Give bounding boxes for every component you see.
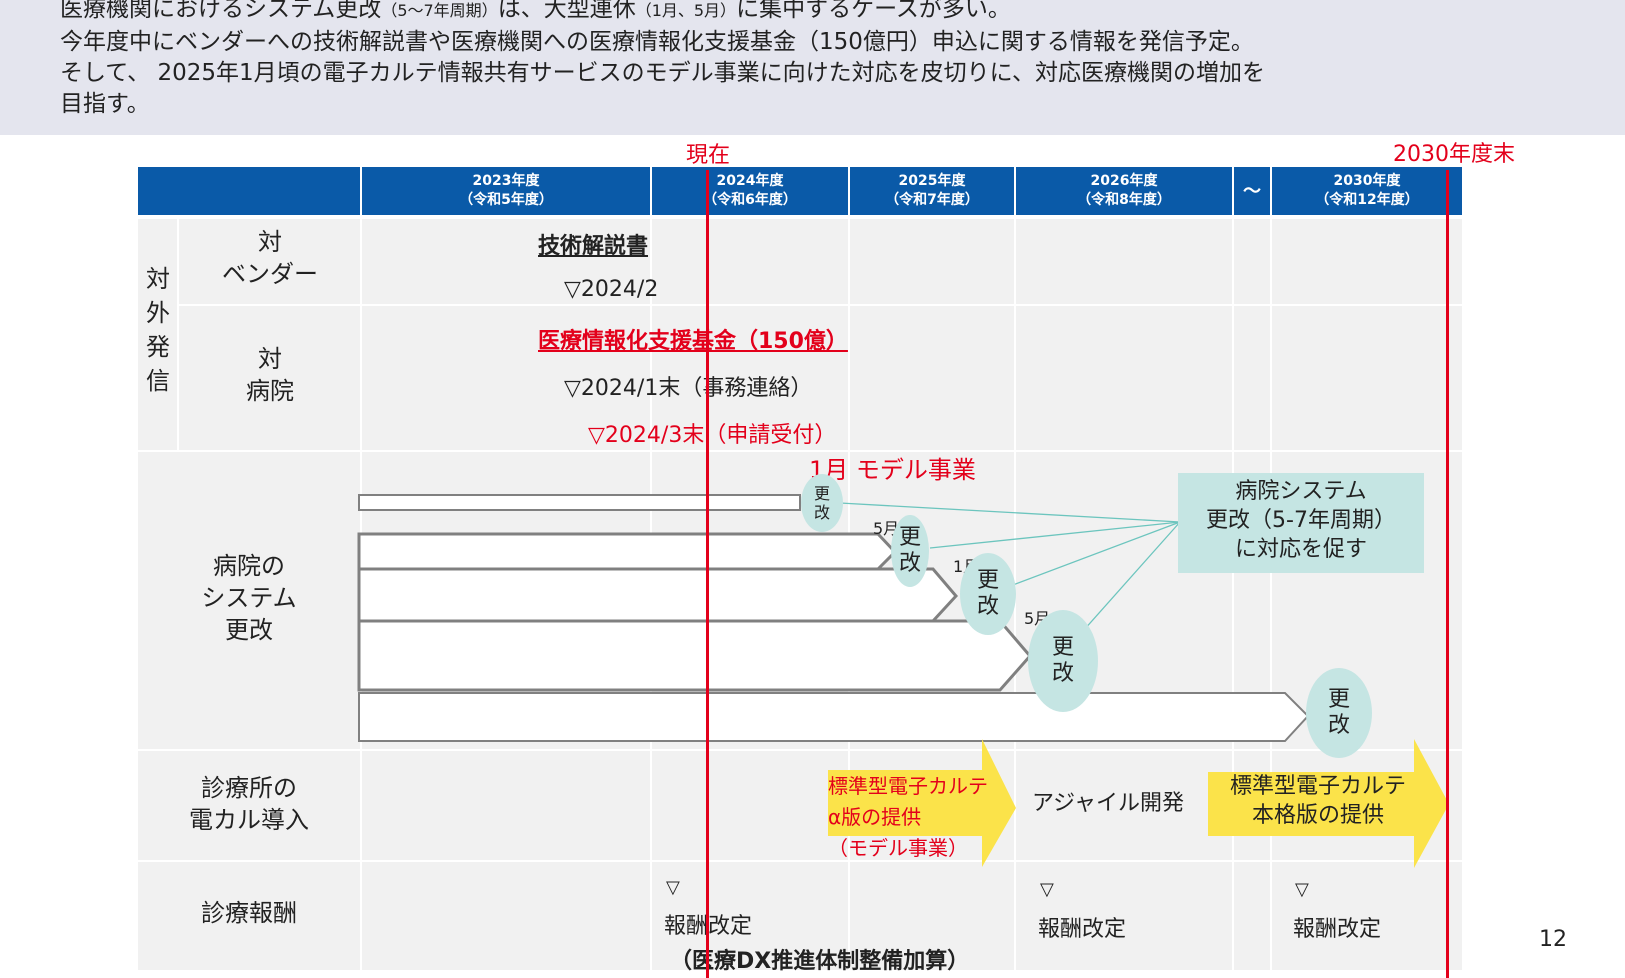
intro-line-4: 目指す。 [60,91,150,117]
renewal-bar-4 [357,619,1032,692]
now-marker-label: 現在 [686,143,731,168]
renewal-bar-3 [357,567,959,623]
row-divider [138,749,1462,751]
header-tilde: ～ [1234,167,1270,215]
intro-line-1: 医療機関におけるシステム更改（5～7年周期）は、大型連休（1月、5月）に集中する… [60,0,1011,22]
header-2026: 2026年度（令和8年度） [1016,167,1232,215]
fee-triangle-2024: ▽ [666,877,680,898]
page-number: 12 [1539,927,1567,952]
renewal-circle-3: 更 改 [960,553,1016,635]
col-divider [1232,219,1234,970]
fund-notice: ▽2024/1末（事務連絡） [564,376,813,401]
row-label-fee: 診療報酬 [201,899,297,927]
renewal-circle-4: 更 改 [1028,610,1098,712]
row-label-hospital: 対 病院 [246,345,294,405]
header-2030: 2030年度（令和12年度） [1272,167,1462,215]
row-label-system: 病院の システム 更改 [201,552,297,644]
col-divider [1270,219,1272,970]
full-version-label: 標準型電子カルテ 本格版の提供 [1229,774,1406,828]
fee-triangle-2030: ▽ [1295,879,1309,900]
fund-label: 医療情報化支援基金（150億） [538,329,848,354]
renewal-circle-1: 更 改 [801,474,843,532]
tech-doc-label: 技術解説書 [538,234,649,259]
header-2024: 2024年度（令和6年度） [652,167,848,215]
row-label-external: 対 外 発 信 [146,265,170,395]
now-marker-line [706,170,709,978]
row-divider [178,304,1462,306]
renewal-bar-2 [357,532,898,571]
fee-triangle-2026: ▽ [1040,879,1054,900]
row-label-vendor: 対 ベンダー [222,228,318,288]
renewal-bar-5 [358,692,1310,742]
fund-apply: ▽2024/3末（申請受付） [588,423,837,448]
callout-line [929,521,1181,549]
alpha-version-label: 標準型電子カルテ α版の提供 （モデル事業） [828,774,988,860]
callout-line [1004,521,1181,589]
header-2025: 2025年度（令和7年度） [850,167,1014,215]
renewal-bar-1 [358,494,801,511]
callout-line [1074,521,1181,641]
row-divider [138,450,1462,452]
end-marker-label: 2030年度末 [1393,142,1515,167]
renewal-circle-5: 更 改 [1306,668,1372,758]
agile-development-label: アジャイル開発 [1032,791,1185,816]
fee-revision-2026: 報酬改定 [1038,917,1127,942]
intro-line-2: 今年度中にベンダーへの技術解説書や医療機関への医療情報化支援基金（150億円）申… [60,29,1254,55]
tech-doc-date: ▽2024/2 [564,277,659,302]
model-project-label: 1月 モデル事業 [809,456,976,484]
fee-revision-2030: 報酬改定 [1293,917,1382,942]
end-marker-line [1446,170,1449,978]
row-label-clinic: 診療所の 電カル導入 [189,774,309,834]
header-2023: 2023年度（令和5年度） [362,167,650,215]
intro-banner: 医療機関におけるシステム更改（5～7年周期）は、大型連休（1月、5月）に集中する… [0,0,1625,135]
row-divider [138,860,1462,862]
header-corner [138,167,360,215]
alpha-arrow [828,739,1016,867]
full-arrow [1208,739,1449,868]
callout-line [839,502,1181,523]
dx-bonus-label: （医療DX推進体制整備加算） [670,949,970,974]
intro-line-3: そして、 2025年1月頃の電子カルテ情報共有サービスのモデル事業に向けた対応を… [60,60,1265,86]
renewal-callout-box: 病院システム 更改（5-7年周期） に対応を促す [1178,473,1424,573]
col-divider [177,219,179,450]
renewal-circle-2: 更 改 [891,515,929,587]
